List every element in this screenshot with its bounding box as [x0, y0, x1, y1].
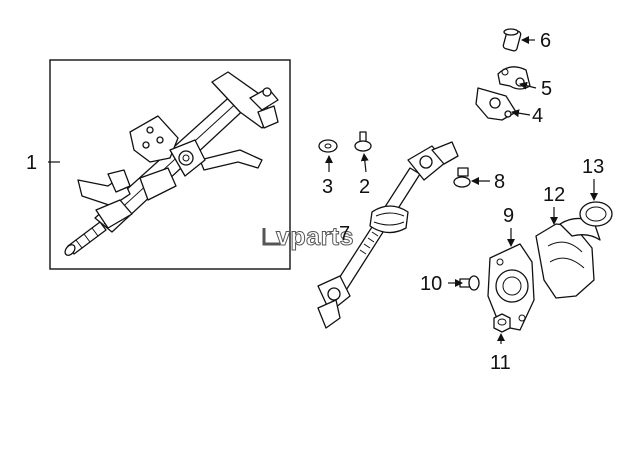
part-10-bolt [459, 275, 480, 291]
part-6-pin [502, 28, 522, 52]
column-assembly-box [49, 59, 291, 270]
callout-5: 5 [541, 78, 552, 100]
part-3-washer [318, 139, 338, 153]
callout-9: 9 [503, 205, 514, 227]
callout-8: 8 [494, 171, 505, 193]
callout-1: 1 [26, 152, 37, 174]
callout-4: 4 [532, 105, 543, 127]
steering-column-assembly [64, 71, 279, 256]
part-8-bolt [453, 167, 471, 188]
part-11-nut [493, 313, 511, 333]
callout-10: 10 [420, 273, 442, 295]
callout-7: 7 [339, 223, 350, 245]
callout-12: 12 [543, 184, 565, 206]
watermark: vparts [262, 223, 354, 252]
callout-3: 3 [322, 176, 333, 198]
leader-lines [48, 36, 598, 344]
callout-11: 11 [490, 352, 511, 374]
part-7-intermediate-shaft [317, 141, 459, 329]
callout-13: 13 [582, 156, 604, 178]
part-2-bolt [354, 131, 372, 152]
part-12-cover [535, 217, 601, 299]
part-4-bracket [475, 87, 517, 121]
part-13-seal [579, 201, 613, 227]
callout-2: 2 [359, 176, 370, 198]
callout-6: 6 [540, 30, 551, 52]
part-9-plate [487, 243, 535, 331]
callout-labels: 1 2 3 4 5 6 7 8 9 10 11 12 13 [26, 30, 604, 374]
watermark-text: vparts [276, 223, 354, 251]
